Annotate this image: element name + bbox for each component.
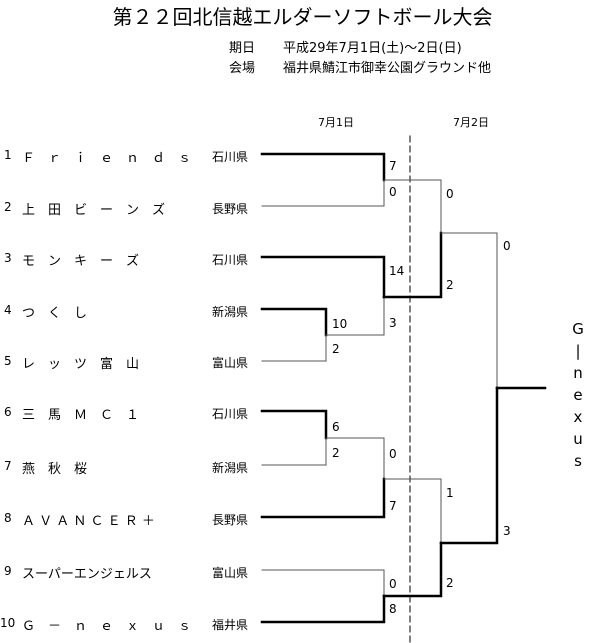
score: 7 <box>389 499 397 513</box>
bracket-line-loser <box>383 179 442 234</box>
team-name: Ｆ ｒ ｉ ｅ ｎ ｄ ｓ <box>22 151 192 166</box>
score: 2 <box>332 446 340 460</box>
team-seed: 7 <box>4 459 12 473</box>
score: 7 <box>389 159 397 173</box>
team-prefecture: 長野県 <box>212 202 249 216</box>
bracket-line-winner <box>260 409 328 440</box>
score: 10 <box>332 317 348 331</box>
champion-char: u <box>573 430 583 448</box>
team-prefecture: 富山県 <box>212 566 249 580</box>
date-label: 期日 <box>229 41 256 56</box>
bracket-line-loser <box>261 334 327 362</box>
champion-char: s <box>574 452 582 470</box>
team-prefecture: 新潟県 <box>212 305 249 319</box>
score: 2 <box>446 278 454 292</box>
team-seed: 8 <box>4 511 12 525</box>
team-name: モ ン キ ー ズ <box>22 254 140 269</box>
bracket-line-winner <box>260 307 328 337</box>
team-prefecture: 福井県 <box>212 618 249 632</box>
bracket-line-loser <box>261 437 327 466</box>
score: 2 <box>446 576 454 590</box>
team-seed: 6 <box>4 405 12 419</box>
team-seed: 3 <box>4 251 12 265</box>
team-prefecture: 新潟県 <box>212 461 249 475</box>
score: 8 <box>389 602 397 616</box>
team-name: 燕 秋 桜 <box>22 462 88 477</box>
score: 0 <box>389 577 397 591</box>
team-seed: 1 <box>4 148 12 162</box>
champion-char: | <box>575 342 581 360</box>
bracket-line-winner <box>439 386 499 545</box>
bracket-line-loser <box>440 232 498 389</box>
score: 3 <box>389 316 397 330</box>
bracket-line-loser <box>325 437 385 480</box>
team-seed: 2 <box>4 200 12 214</box>
score: 0 <box>389 447 397 461</box>
day1-label: 7月1日 <box>318 116 354 129</box>
score: 0 <box>389 185 397 199</box>
bracket-line-winner <box>260 477 386 519</box>
date-value: 平成29年7月1日(土)～2日(日) <box>283 41 462 56</box>
team-prefecture: 石川県 <box>212 150 249 164</box>
bracket-line-winner <box>382 231 443 299</box>
bracket-line-loser <box>261 569 385 597</box>
score: 1 <box>446 486 454 500</box>
bracket-line-winner <box>260 152 386 182</box>
score: 3 <box>503 524 511 538</box>
team-prefecture: 石川県 <box>212 407 249 421</box>
bracket-line-loser <box>325 296 385 336</box>
venue-label: 会場 <box>229 61 256 76</box>
score: 14 <box>389 264 405 278</box>
bracket-line-loser <box>261 179 385 207</box>
score: 0 <box>503 239 511 253</box>
team-prefecture: 長野県 <box>212 513 249 527</box>
champion-char: G <box>572 320 584 338</box>
champion-char: e <box>573 386 583 404</box>
bracket-line-loser <box>383 478 442 544</box>
champion-char: n <box>573 364 583 382</box>
team-name: Ａ Ｖ Ａ Ｎ Ｃ Ｅ Ｒ ＋ <box>22 514 155 529</box>
team-name: Ｇ － ｎ ｅ ｘ ｕ ｓ <box>22 619 192 634</box>
team-prefecture: 富山県 <box>212 356 249 370</box>
team-seed: 9 <box>4 564 12 578</box>
bracket-line-winner <box>382 541 443 598</box>
bracket-line-winner <box>260 255 386 299</box>
team-seed: 4 <box>4 303 12 317</box>
team-name: つ く し <box>22 306 88 321</box>
team-name: レ ッ ツ 富 山 <box>22 357 140 372</box>
bracket-line-winner <box>260 594 386 624</box>
team-name: 上 田 ビ ー ン ズ <box>22 203 166 218</box>
team-seed: 10 <box>0 616 16 630</box>
score: 2 <box>332 342 340 356</box>
champion-char: x <box>573 408 583 426</box>
team-prefecture: 石川県 <box>212 253 249 267</box>
team-seed: 5 <box>4 354 12 368</box>
team-name: 三 馬 Ｍ Ｃ １ <box>22 408 140 423</box>
score: 6 <box>332 420 340 434</box>
score: 0 <box>446 187 454 201</box>
day2-label: 7月2日 <box>453 116 489 129</box>
page-title: 第２２回北信越エルダーソフトボール大会 <box>112 5 493 29</box>
team-name: スーパーエンジェルス <box>22 567 152 582</box>
venue-value: 福井県鯖江市御幸公園グラウンド他 <box>283 61 492 76</box>
